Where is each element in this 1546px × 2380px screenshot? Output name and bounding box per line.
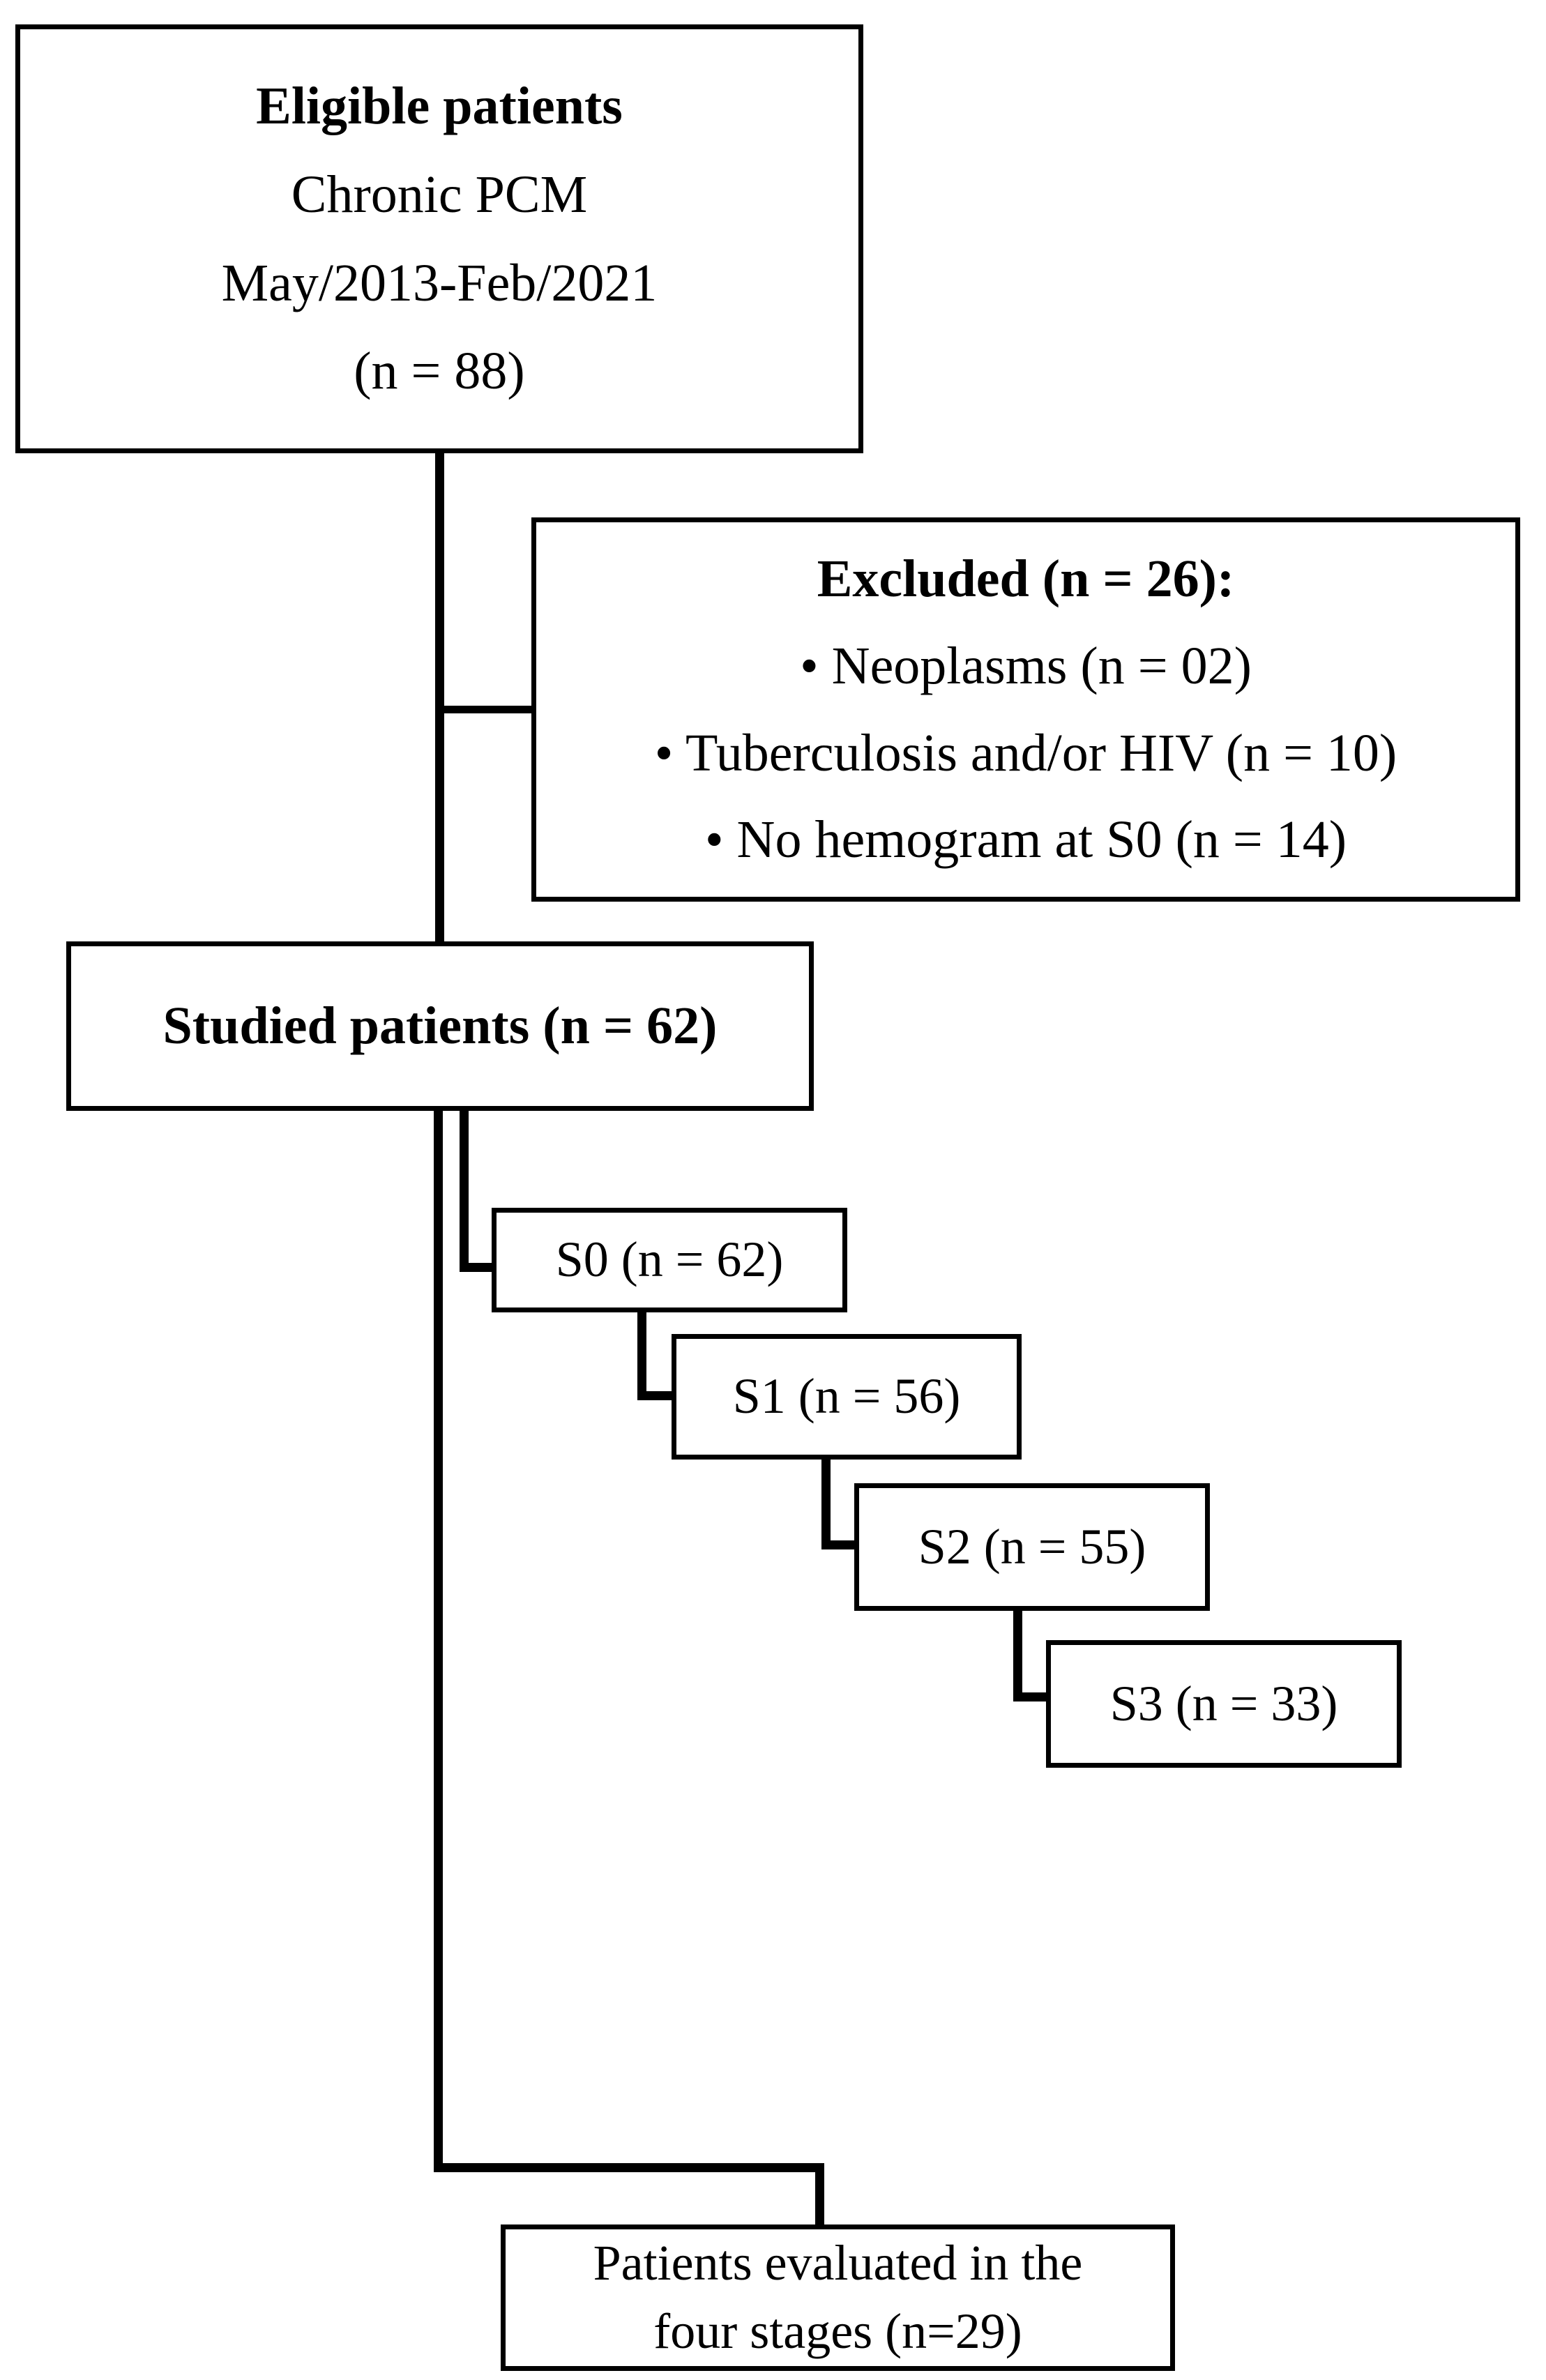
eligible-patients-period: May/2013-Feb/2021	[221, 253, 658, 312]
eligible-patients-diagnosis: Chronic PCM	[291, 165, 588, 224]
excluded-heading: Excluded (n = 26):	[817, 549, 1235, 608]
connector-trunk-to-excluded	[435, 706, 536, 713]
stage-s0-box[interactable]: S0 (n = 62)	[492, 1208, 847, 1312]
connector-s1-to-s2-vertical	[821, 1460, 831, 1549]
excluded-item-neoplasms: • Neoplasms (n = 02)	[800, 636, 1252, 695]
connector-s0-to-s1-vertical	[637, 1312, 646, 1400]
stage-s0-label: S0 (n = 62)	[555, 1231, 784, 1288]
eligible-patients-count: (n = 88)	[354, 342, 525, 401]
studied-patients-label: Studied patients (n = 62)	[162, 996, 718, 1056]
connector-final-drop	[815, 2163, 824, 2229]
stage-s2-box[interactable]: S2 (n = 55)	[854, 1483, 1210, 1611]
connector-studied-to-s0-horizontal	[460, 1263, 496, 1272]
excluded-box[interactable]: Excluded (n = 26): • Neoplasms (n = 02) …	[531, 517, 1520, 902]
connector-s1-to-s2-horizontal	[821, 1540, 859, 1549]
stage-s3-box[interactable]: S3 (n = 33)	[1046, 1640, 1402, 1768]
stage-s3-label: S3 (n = 33)	[1109, 1675, 1338, 1731]
final-evaluated-line-1: Patients evaluated in the	[593, 2235, 1083, 2291]
stage-s1-box[interactable]: S1 (n = 56)	[672, 1334, 1022, 1460]
stage-s1-label: S1 (n = 56)	[732, 1368, 961, 1425]
stage-s2-label: S2 (n = 55)	[918, 1518, 1146, 1575]
connector-studied-trunk-vertical	[434, 1111, 443, 2171]
excluded-item-no-hemogram: • No hemogram at S0 (n = 14)	[704, 810, 1347, 870]
excluded-item-tuberculosis-hiv: • Tuberculosis and/or HIV (n = 10)	[654, 723, 1397, 782]
connector-s2-to-s3-vertical	[1013, 1611, 1022, 1701]
connector-s0-to-s1-horizontal	[637, 1391, 676, 1400]
final-evaluated-box[interactable]: Patients evaluated in the four stages (n…	[501, 2224, 1175, 2371]
connector-studied-trunk-to-final-horizontal	[434, 2163, 824, 2172]
connector-s2-to-s3-horizontal	[1013, 1692, 1051, 1701]
connector-eligible-to-studied-trunk	[435, 453, 444, 946]
studied-patients-box[interactable]: Studied patients (n = 62)	[66, 941, 814, 1111]
eligible-patients-box[interactable]: Eligible patients Chronic PCM May/2013-F…	[15, 24, 863, 453]
final-evaluated-line-2: four stages (n=29)	[653, 2303, 1022, 2359]
connector-studied-to-s0-vertical	[460, 1111, 469, 1271]
eligible-patients-title: Eligible patients	[256, 76, 623, 135]
